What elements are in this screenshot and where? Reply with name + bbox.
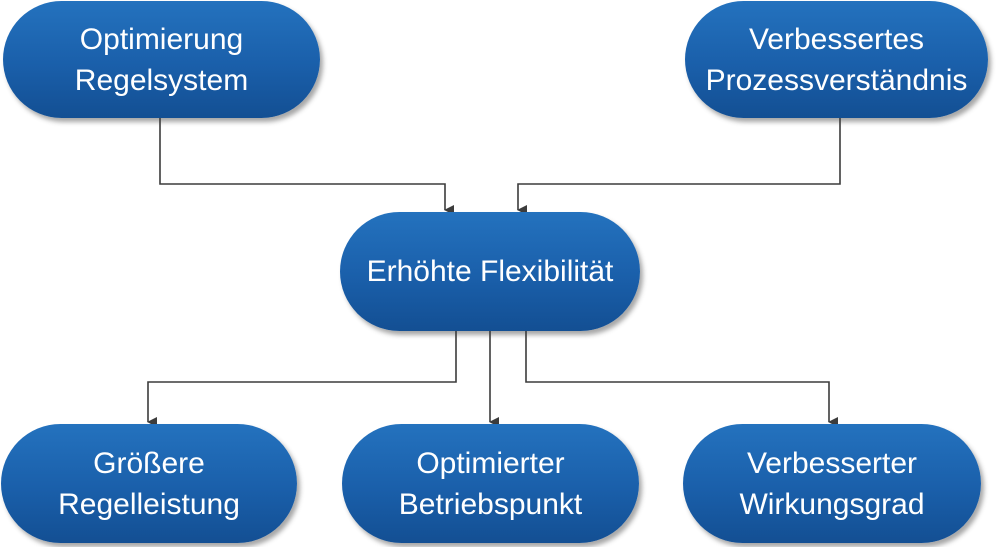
node-label: Optimierter Betriebspunkt [398, 446, 583, 521]
node-label: Erhöhte Flexibilität [366, 255, 614, 288]
node-groessere-regelleistung: Größere Regelleistung [1, 424, 297, 543]
arrow-topright-to-center [517, 118, 841, 215]
node-verbesserter-wirkungsgrad: Verbesserter Wirkungsgrad [683, 424, 981, 543]
node-label: Verbesserter Wirkungsgrad [739, 446, 925, 521]
node-erhoehte-flexibilitaet: Erhöhte Flexibilität [340, 212, 640, 331]
node-label: Optimierung Regelsystem [74, 22, 249, 97]
node-label: Größere Regelleistung [58, 446, 240, 521]
arrow-topleft-to-center [159, 118, 454, 215]
arrow-center-to-bottomleft [147, 331, 457, 427]
node-label: Verbessertes Prozessverständnis [705, 22, 968, 97]
node-verbessertes-prozessverstaendnis: Verbessertes Prozessverständnis [685, 1, 988, 118]
node-optimierung-regelsystem: Optimierung Regelsystem [3, 1, 320, 118]
node-optimierter-betriebspunkt: Optimierter Betriebspunkt [342, 424, 639, 543]
arrow-center-to-bottomright [525, 331, 838, 427]
